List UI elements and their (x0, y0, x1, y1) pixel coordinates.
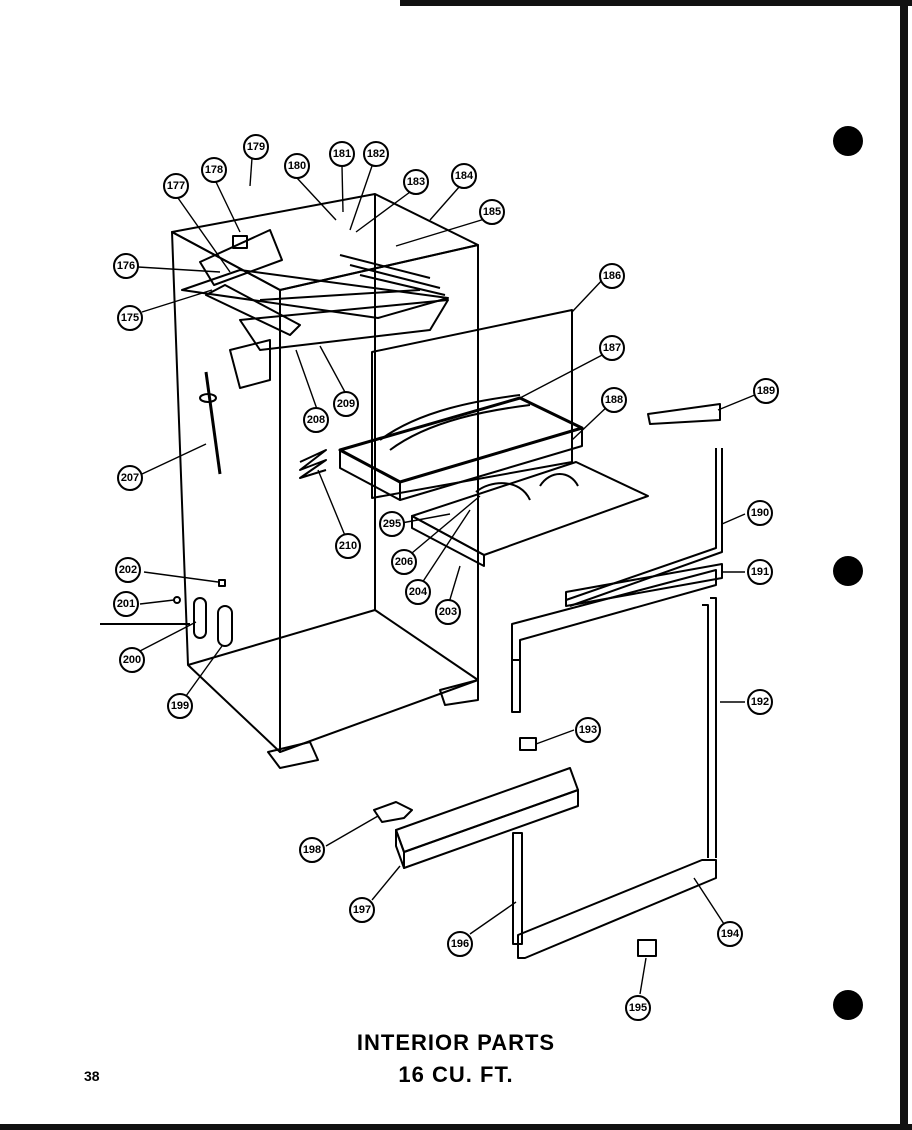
callout-185: 185 (479, 199, 505, 225)
callout-206: 206 (391, 549, 417, 575)
callout-175: 175 (117, 305, 143, 331)
svg-text:196: 196 (451, 938, 469, 950)
callout-181: 181 (329, 141, 355, 167)
svg-text:187: 187 (603, 342, 621, 354)
svg-text:179: 179 (247, 141, 265, 153)
callout-204: 204 (405, 579, 431, 605)
svg-text:193: 193 (579, 724, 597, 736)
svg-text:177: 177 (167, 180, 185, 192)
svg-text:188: 188 (605, 394, 623, 406)
callout-176: 176 (113, 253, 139, 279)
kick-plate (373, 767, 579, 869)
callout-191: 191 (747, 559, 773, 585)
svg-text:295: 295 (383, 518, 401, 530)
scan-border-bottom (0, 1124, 912, 1130)
svg-text:208: 208 (307, 414, 325, 426)
spring (299, 449, 327, 479)
svg-text:202: 202 (119, 564, 137, 576)
callout-200: 200 (119, 647, 145, 673)
svg-text:178: 178 (205, 164, 223, 176)
callout-208: 208 (303, 407, 329, 433)
evaporator-tray (338, 394, 584, 501)
callout-193: 193 (575, 717, 601, 743)
svg-text:200: 200 (123, 654, 141, 666)
callout-182: 182 (363, 141, 389, 167)
svg-text:207: 207 (121, 472, 139, 484)
leader-lines (137, 157, 763, 995)
callout-198: 198 (299, 837, 325, 863)
door-trim-parts (511, 403, 723, 959)
svg-text:175: 175 (121, 312, 139, 324)
svg-text:190: 190 (751, 507, 769, 519)
thermostat-rod (199, 371, 222, 475)
callout-188: 188 (601, 387, 627, 413)
callout-295: 295 (379, 511, 405, 537)
svg-text:199: 199 (171, 700, 189, 712)
callout-195: 195 (625, 995, 651, 1021)
callout-203: 203 (435, 599, 461, 625)
callout-189: 189 (753, 378, 779, 404)
svg-text:176: 176 (117, 260, 135, 272)
scan-border-right (900, 0, 908, 1130)
callout-207: 207 (117, 465, 143, 491)
callout-201: 201 (113, 591, 139, 617)
diagram-subtitle: 16 CU. FT. (398, 1062, 514, 1087)
callout-194: 194 (717, 921, 743, 947)
callout-178: 178 (201, 157, 227, 183)
callout-177: 177 (163, 173, 189, 199)
clip-parts (519, 737, 657, 957)
callout-187: 187 (599, 335, 625, 361)
callout-183: 183 (403, 169, 429, 195)
binder-hole-icon (833, 990, 863, 1020)
svg-text:182: 182 (367, 148, 385, 160)
svg-text:189: 189 (757, 385, 775, 397)
scan-border-top (400, 0, 912, 6)
svg-text:203: 203 (439, 606, 457, 618)
callout-202: 202 (115, 557, 141, 583)
light-parts (100, 579, 233, 647)
svg-text:201: 201 (117, 598, 135, 610)
svg-text:184: 184 (455, 170, 474, 182)
callout-210: 210 (335, 533, 361, 559)
callout-199: 199 (167, 693, 193, 719)
callout-197: 197 (349, 897, 375, 923)
svg-text:194: 194 (721, 928, 740, 940)
svg-text:204: 204 (409, 586, 428, 598)
svg-text:198: 198 (303, 844, 321, 856)
binder-hole-icon (833, 126, 863, 156)
callout-179: 179 (243, 134, 269, 160)
svg-text:181: 181 (333, 148, 351, 160)
callout-186: 186 (599, 263, 625, 289)
freezer-panel (371, 309, 573, 499)
cabinet-liner (171, 193, 479, 769)
svg-text:191: 191 (751, 566, 769, 578)
svg-text:206: 206 (395, 556, 413, 568)
svg-text:197: 197 (353, 904, 371, 916)
callout-190: 190 (747, 500, 773, 526)
svg-text:186: 186 (603, 270, 621, 282)
callout-180: 180 (284, 153, 310, 179)
crisper-cover (411, 461, 649, 567)
svg-text:195: 195 (629, 1002, 647, 1014)
svg-text:180: 180 (288, 160, 306, 172)
callout-196: 196 (447, 931, 473, 957)
callout-209: 209 (333, 391, 359, 417)
svg-text:185: 185 (483, 206, 501, 218)
top-shelf-assembly (181, 229, 449, 389)
callout-184: 184 (451, 163, 477, 189)
svg-text:192: 192 (751, 696, 769, 708)
svg-text:183: 183 (407, 176, 425, 188)
svg-text:209: 209 (337, 398, 355, 410)
svg-text:210: 210 (339, 540, 357, 552)
page-number: 38 (84, 1068, 100, 1084)
binder-hole-icon (833, 556, 863, 586)
diagram-title: INTERIOR PARTS (356, 1030, 556, 1055)
callout-192: 192 (747, 689, 773, 715)
